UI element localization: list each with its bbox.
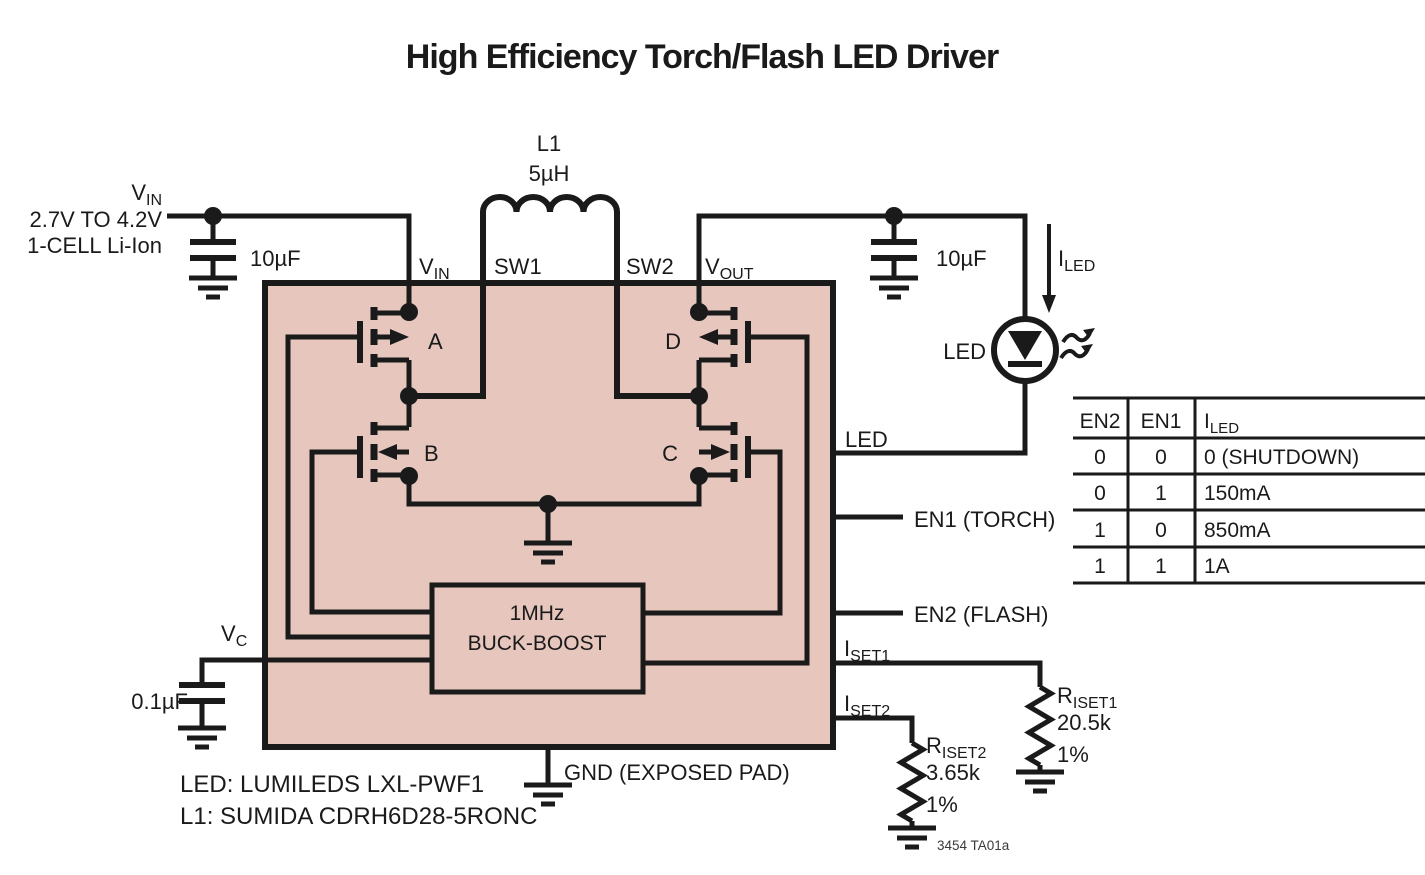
exposed-pad-ground [524, 785, 572, 804]
truth-table-grid [1073, 396, 1425, 585]
riset2-ref: RISET2 [926, 733, 986, 762]
buck-boost-line1: 1MHz [510, 602, 565, 625]
fet-d-label: D [665, 329, 681, 354]
wire-vin-rail [167, 213, 412, 312]
tt-r1c3: 0 (SHUTDOWN) [1204, 446, 1359, 469]
pin-vin: VIN [419, 254, 450, 283]
riset1-symbol [1029, 687, 1051, 765]
inductor-value: 5µH [529, 161, 570, 186]
fet-b-label: B [424, 441, 439, 466]
pin-gnd: GND (EXPOSED PAD) [564, 760, 790, 785]
tt-r1c2: 0 [1155, 446, 1167, 469]
input-cap-symbol [190, 242, 236, 258]
riset2-ground [888, 828, 936, 847]
tt-r1c1: 0 [1094, 446, 1106, 469]
riset1-ground [1016, 772, 1064, 791]
tt-r4c3: 1A [1204, 555, 1230, 578]
battery-label: 1-CELL Li-Ion [27, 233, 162, 258]
output-cap-value: 10µF [936, 246, 987, 271]
riset1-ref: RISET1 [1057, 683, 1117, 712]
light-emission-arrow-2 [1059, 342, 1095, 360]
tt-r3c1: 1 [1094, 519, 1106, 542]
buck-boost-block [429, 582, 646, 695]
tt-r3c3: 850mA [1204, 519, 1271, 542]
page-title: High Efficiency Torch/Flash LED Driver [406, 38, 999, 76]
wire-vout-rail [696, 213, 1028, 319]
wire-gate-a [285, 334, 432, 640]
buck-boost-line2: BUCK-BOOST [468, 632, 607, 655]
vc-cap-value: 0.1µF [131, 689, 188, 714]
output-cap-ground [870, 278, 918, 297]
pin-en1: EN1 (TORCH) [914, 507, 1055, 532]
note-led: LED: LUMILEDS LXL-PWF1 [180, 771, 484, 798]
inductor-symbol [480, 194, 620, 213]
riset2-value: 3.65k [926, 760, 981, 785]
tt-header-en1: EN1 [1141, 410, 1182, 433]
riset2-symbol [901, 743, 923, 821]
riset1-value: 20.5k [1057, 710, 1112, 735]
wire-led-pin [833, 381, 1028, 456]
iled-current-arrow [1042, 224, 1056, 313]
output-cap-symbol [871, 242, 917, 258]
truth-table: EN2 EN1 ILED 0 0 0 (SHUTDOWN) 0 1 150mA … [1073, 396, 1425, 585]
note-l1: L1: SUMIDA CDRH6D28-5RONC [180, 803, 537, 830]
wire-sw2-lead [614, 212, 699, 399]
pin-sw2: SW2 [626, 254, 674, 279]
pin-iset1: ISET1 [844, 636, 890, 665]
wire-gate-c [643, 449, 783, 616]
wire-sw1-lead [409, 212, 486, 399]
vin-range-label: 2.7V TO 4.2V [30, 207, 163, 232]
tt-header-en2: EN2 [1080, 410, 1121, 433]
light-emission-arrow-1 [1061, 326, 1097, 344]
vc-cap-ground [178, 728, 226, 747]
pin-en2: EN2 (FLASH) [914, 602, 1048, 627]
tt-r4c2: 1 [1155, 555, 1167, 578]
vin-source-label: VIN [131, 180, 162, 209]
led-symbol [991, 316, 1097, 384]
tt-r3c2: 0 [1155, 519, 1167, 542]
fet-c-label: C [662, 441, 678, 466]
pin-vout: VOUT [705, 254, 754, 283]
junction-dots [204, 207, 903, 513]
fet-a-label: A [428, 329, 443, 354]
tt-r4c1: 1 [1094, 555, 1106, 578]
inductor-ref: L1 [537, 131, 561, 156]
iled-label: ILED [1058, 246, 1095, 275]
wire-gate-b [309, 449, 432, 615]
tt-header-iled: ILED [1204, 410, 1239, 437]
wire-vc [199, 657, 432, 728]
pin-sw1: SW1 [494, 254, 542, 279]
wire-gate-d [643, 334, 810, 666]
riset1-tolerance: 1% [1057, 742, 1089, 767]
tt-r2c2: 1 [1155, 482, 1167, 505]
pin-led: LED [845, 427, 888, 452]
tt-r2c3: 150mA [1204, 482, 1271, 505]
input-cap-value: 10µF [250, 246, 301, 271]
led-device-label: LED [943, 339, 986, 364]
tt-r2c1: 0 [1094, 482, 1106, 505]
wire-iset2 [833, 715, 915, 828]
riset2-tolerance: 1% [926, 792, 958, 817]
input-cap-ground [189, 278, 237, 297]
pin-vc: VC [221, 621, 247, 650]
figure-id: 3454 TA01a [937, 838, 1010, 853]
pin-iset2: ISET2 [844, 691, 890, 720]
